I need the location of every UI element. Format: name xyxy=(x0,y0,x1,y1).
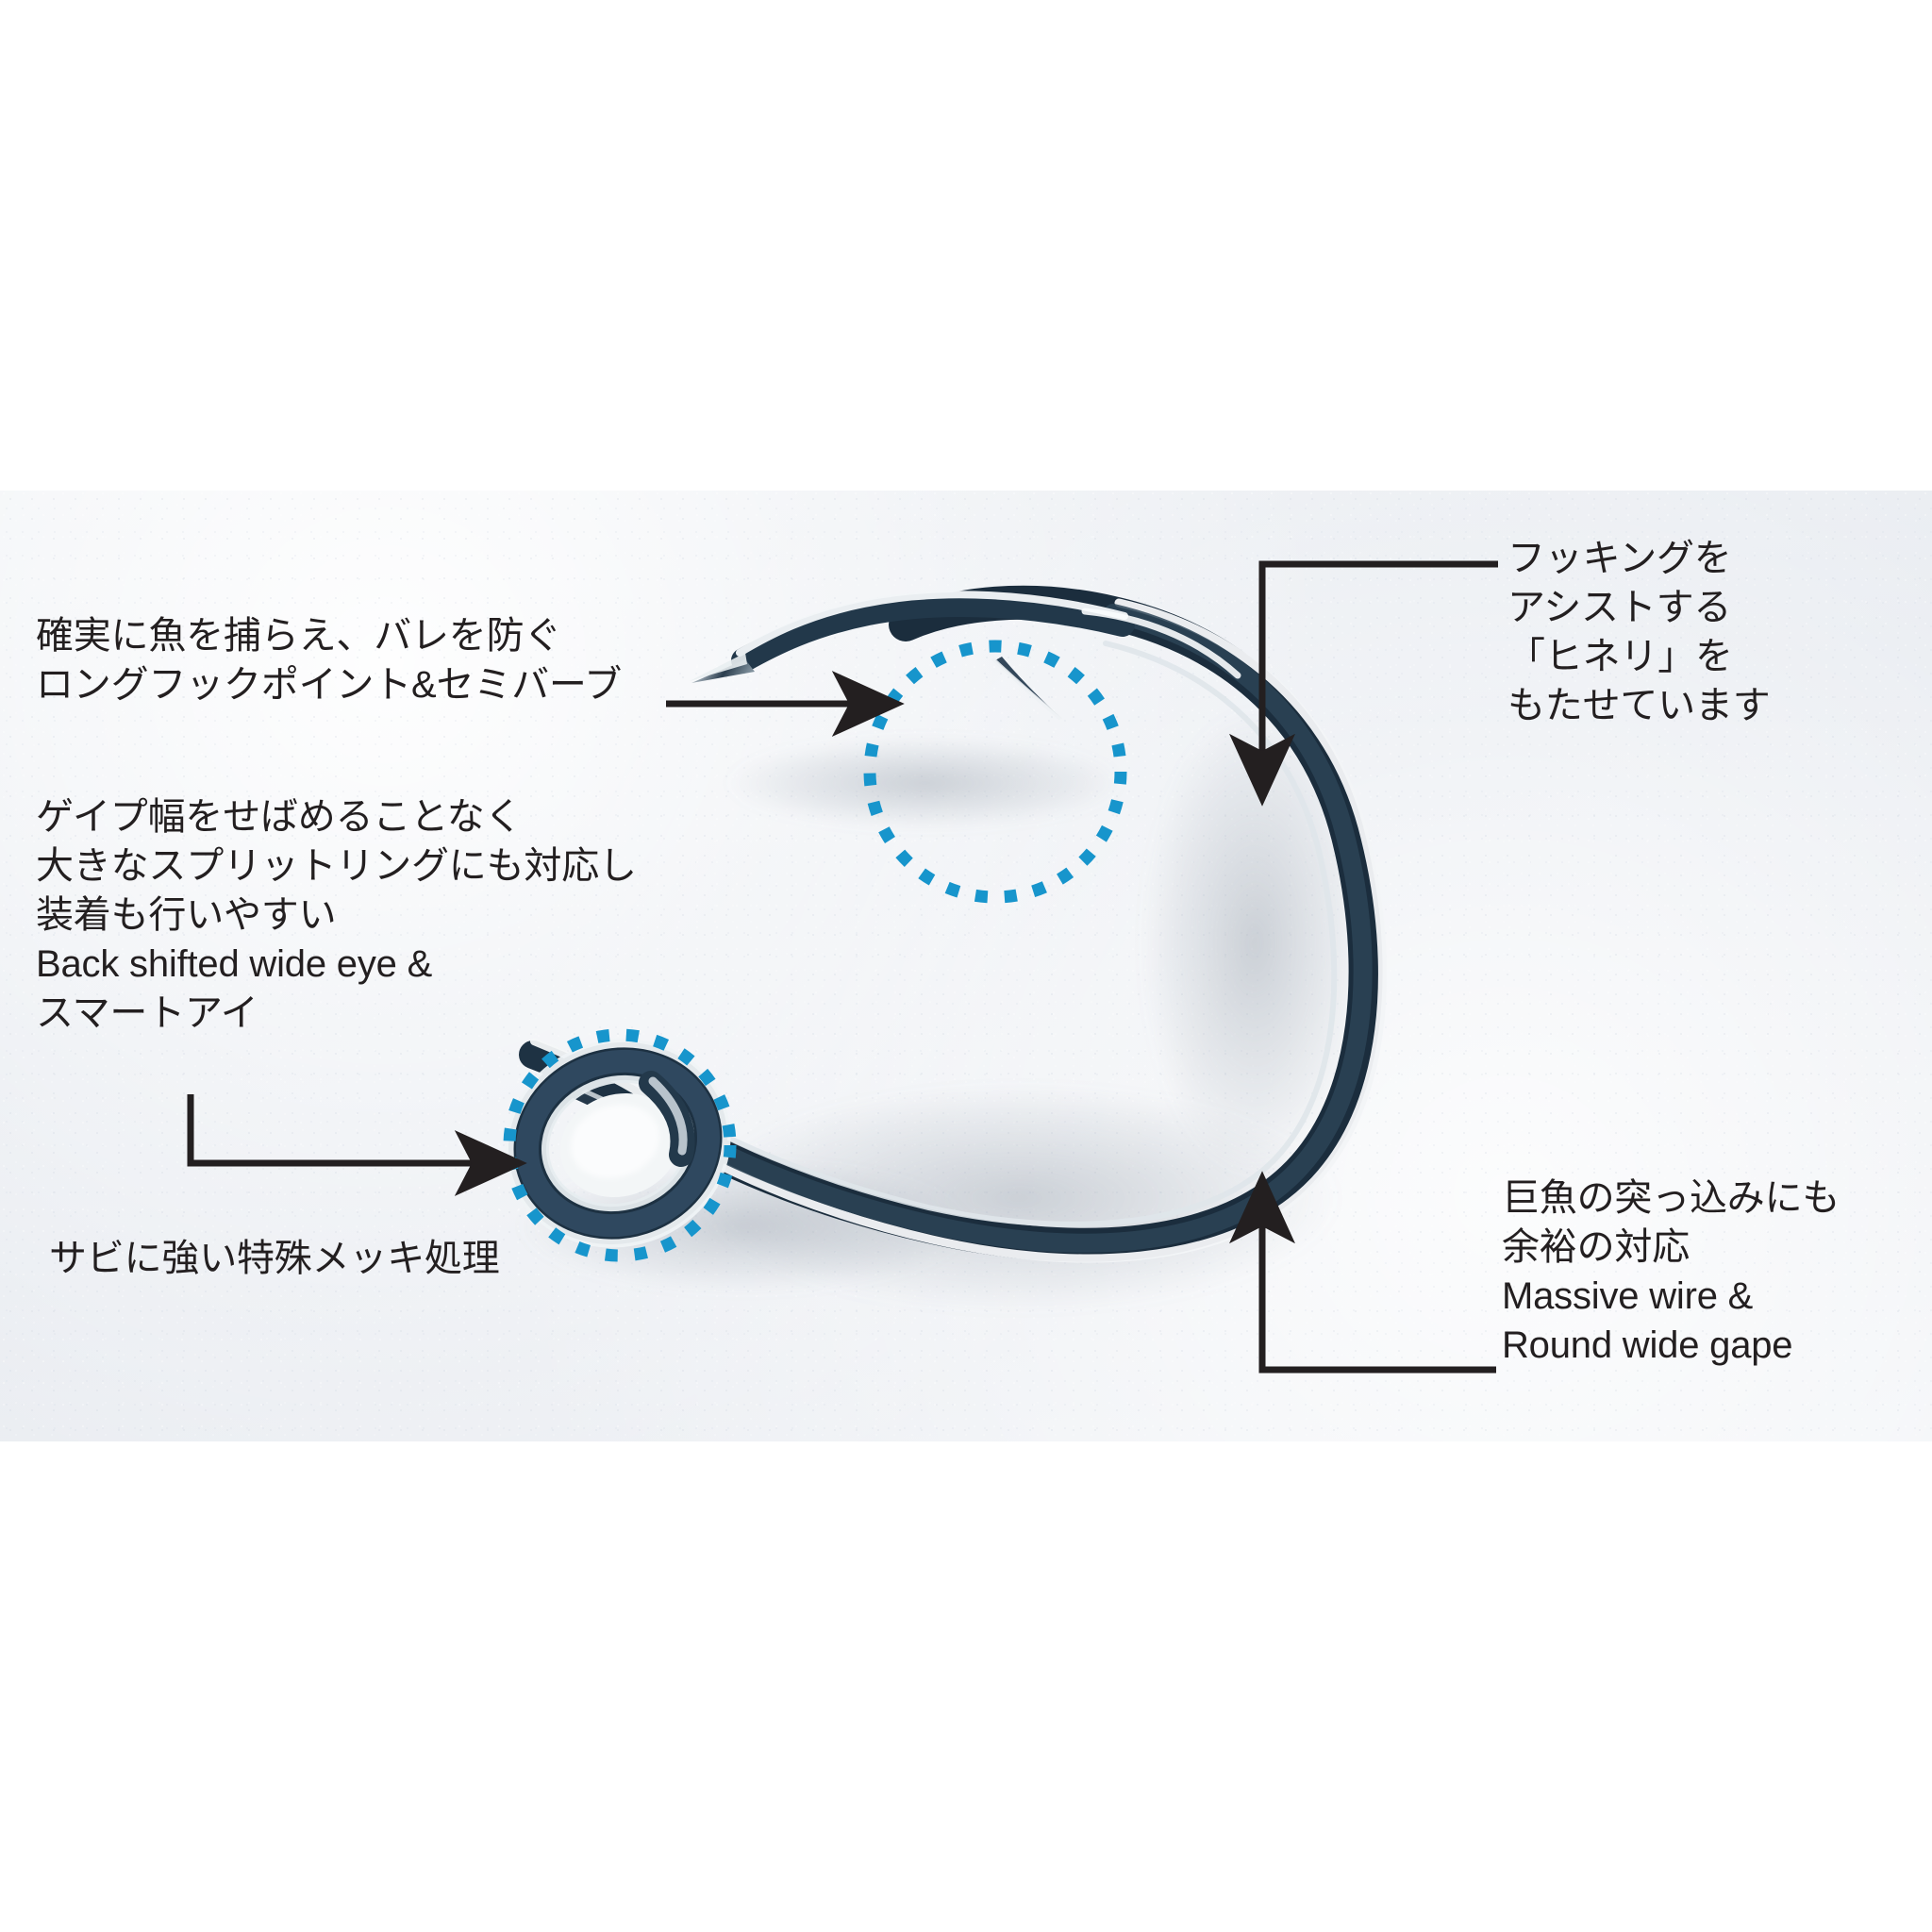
arrow-to-hineri xyxy=(1229,560,1498,807)
arrow-to-eye xyxy=(187,1094,527,1196)
callout-hineri: フッキングを アシストする 「ヒネリ」を もたせています xyxy=(1507,538,1771,726)
semi-barb xyxy=(995,657,1062,719)
hook-bend-highlight-outer xyxy=(660,598,1387,1263)
hook-eye-highlight-circle xyxy=(503,1028,737,1262)
hook-photo xyxy=(505,585,1387,1311)
dotted-highlight-circles xyxy=(503,640,1127,1262)
hook-eye xyxy=(505,1039,731,1248)
callout-wire: 巨魚の突っ込みにも 余裕の対応 Massive wire & Round wid… xyxy=(1502,1177,1840,1366)
hook-point xyxy=(690,591,1135,721)
callout-eye: ゲイプ幅をせばめることなく 大きなスプリットリングにも対応し 装着も行いやすい … xyxy=(36,796,637,1034)
callout-plating: サビに強い特殊メッキ処理 xyxy=(49,1238,500,1279)
callout-hook-point: 確実に魚を捕らえ、バレを防ぐ ロングフックポイント&セミバーブ xyxy=(36,615,623,706)
arrow-to-wire xyxy=(1229,1171,1496,1374)
hook-point-highlight-circle xyxy=(863,640,1127,904)
leader-arrows xyxy=(187,560,1498,1374)
